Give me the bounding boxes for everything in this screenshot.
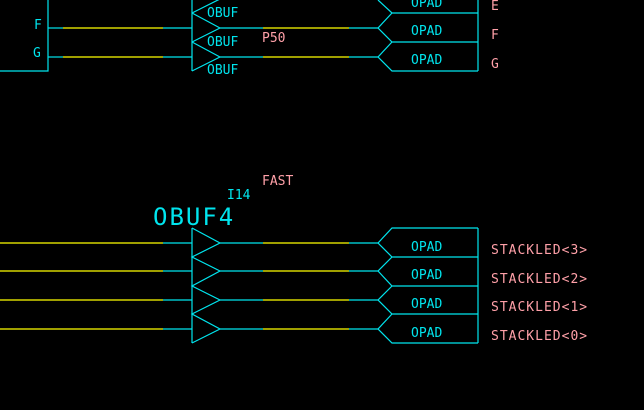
obuf-label: OBUF bbox=[207, 35, 238, 50]
opad-f-outline[interactable] bbox=[377, 12, 478, 43]
component-label: OBUF4 bbox=[153, 203, 235, 231]
opad-label: OPAD bbox=[411, 268, 442, 283]
obuf4-triangle-icon[interactable] bbox=[190, 227, 222, 344]
net-label: STACKLED<1> bbox=[491, 300, 588, 315]
opad-label: OPAD bbox=[411, 297, 442, 312]
opad-2-outline[interactable] bbox=[377, 256, 478, 287]
opad-label: OPAD bbox=[411, 326, 442, 341]
net-label: F bbox=[491, 28, 499, 43]
net-label: STACKLED<0> bbox=[491, 329, 588, 344]
obuf-triangle-icon[interactable] bbox=[191, 56, 221, 72]
net-label: STACKLED<3> bbox=[491, 243, 588, 258]
opad-label: OPAD bbox=[411, 53, 442, 68]
instance-label: I14 bbox=[227, 188, 251, 203]
obuf-triangle-icon[interactable] bbox=[191, 0, 221, 29]
opad-1-outline[interactable] bbox=[377, 285, 478, 315]
opad-label: OPAD bbox=[411, 24, 442, 39]
source-pin-label: F bbox=[34, 18, 42, 33]
net-label: E bbox=[491, 0, 499, 14]
opad-0-outline[interactable] bbox=[377, 313, 478, 344]
opad-3-outline[interactable] bbox=[377, 227, 478, 258]
attribute-label: FAST bbox=[262, 174, 293, 189]
obuf-label: OBUF bbox=[207, 63, 238, 78]
wire-net-label: P50 bbox=[262, 31, 285, 46]
obuf-label: OBUF bbox=[207, 6, 238, 21]
opad-g-outline[interactable] bbox=[377, 41, 478, 72]
net-label: G bbox=[491, 57, 499, 72]
opad-label: OPAD bbox=[411, 0, 442, 11]
opad-label: OPAD bbox=[411, 240, 442, 255]
obuf-triangle-icon[interactable] bbox=[191, 27, 221, 58]
source-pin-label: G bbox=[33, 46, 41, 61]
source-block-outline bbox=[0, 0, 49, 72]
net-label: STACKLED<2> bbox=[491, 272, 588, 287]
